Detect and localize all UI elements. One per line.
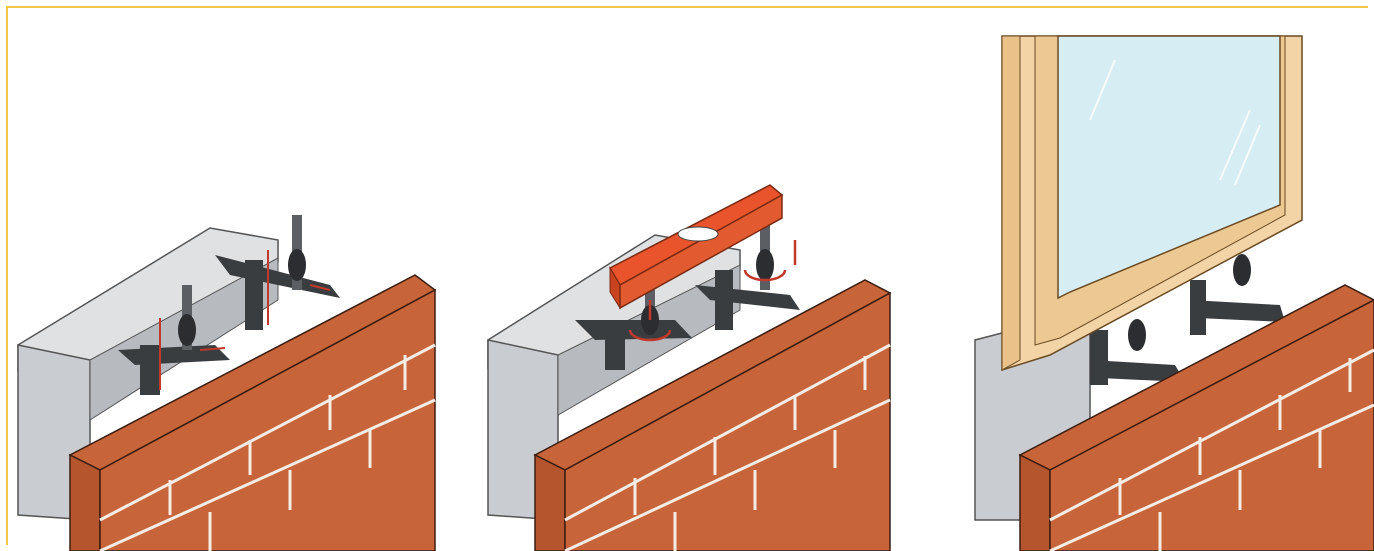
level-bubble-icon [678, 227, 718, 241]
step-1-illustration [0, 0, 460, 551]
panel-step-3 [940, 0, 1374, 551]
step-2-illustration [470, 0, 910, 551]
panel-step-1 [0, 0, 460, 551]
panel-step-2 [470, 0, 910, 551]
step-3-illustration [940, 0, 1374, 551]
